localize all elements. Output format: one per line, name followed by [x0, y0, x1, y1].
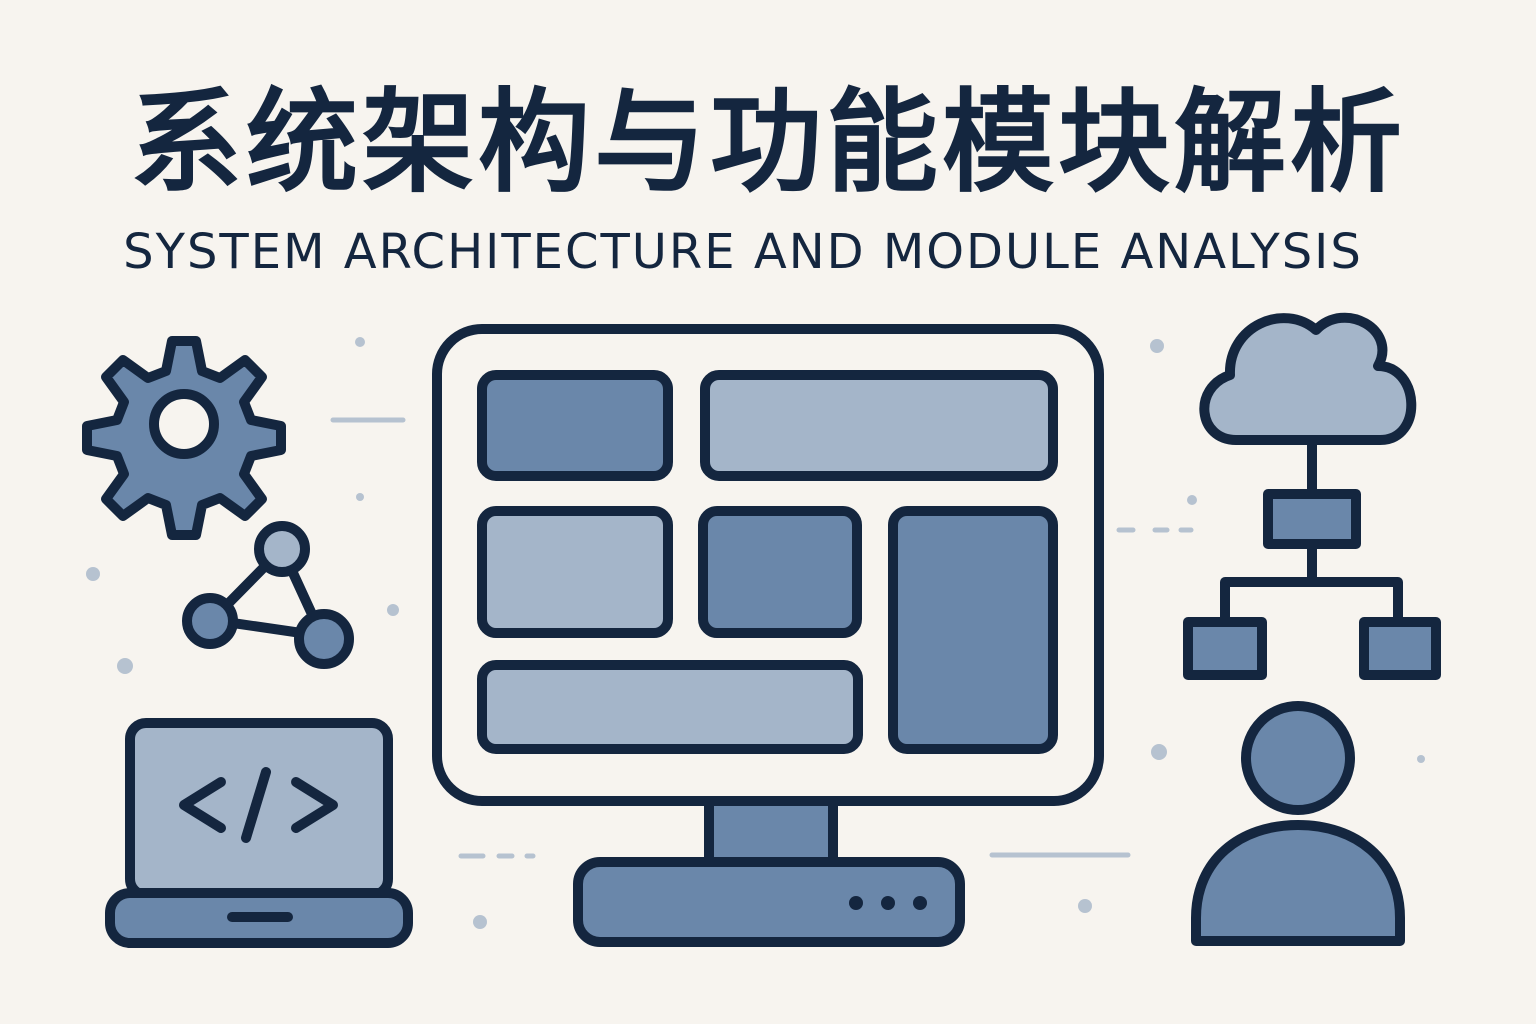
cloud-hierarchy-icon	[1183, 312, 1441, 680]
monitor-base	[573, 857, 965, 947]
dashboard-panel-6	[477, 660, 863, 754]
dashboard-panel-5	[888, 506, 1058, 754]
network-nodes-icon	[182, 521, 354, 669]
dashboard-panel-1	[477, 370, 673, 481]
gear-icon	[82, 336, 286, 540]
laptop-code-icon	[105, 718, 413, 948]
dashboard-panel-4	[698, 506, 862, 638]
monitor-neck	[704, 796, 838, 868]
dashboard-panel-3	[477, 506, 673, 638]
dashboard-panel-2	[700, 370, 1058, 481]
title-chinese: 系统架构与功能模块解析	[130, 78, 1406, 208]
title-english: SYSTEM ARCHITECTURE AND MODULE ANALYSIS	[123, 224, 1363, 280]
monitor-dashboard-icon	[432, 324, 1104, 947]
user-icon	[1191, 701, 1405, 946]
decorative-dashes	[330, 417, 1194, 859]
decorative-dots	[86, 337, 1425, 929]
monitor-base-dots	[849, 896, 927, 910]
